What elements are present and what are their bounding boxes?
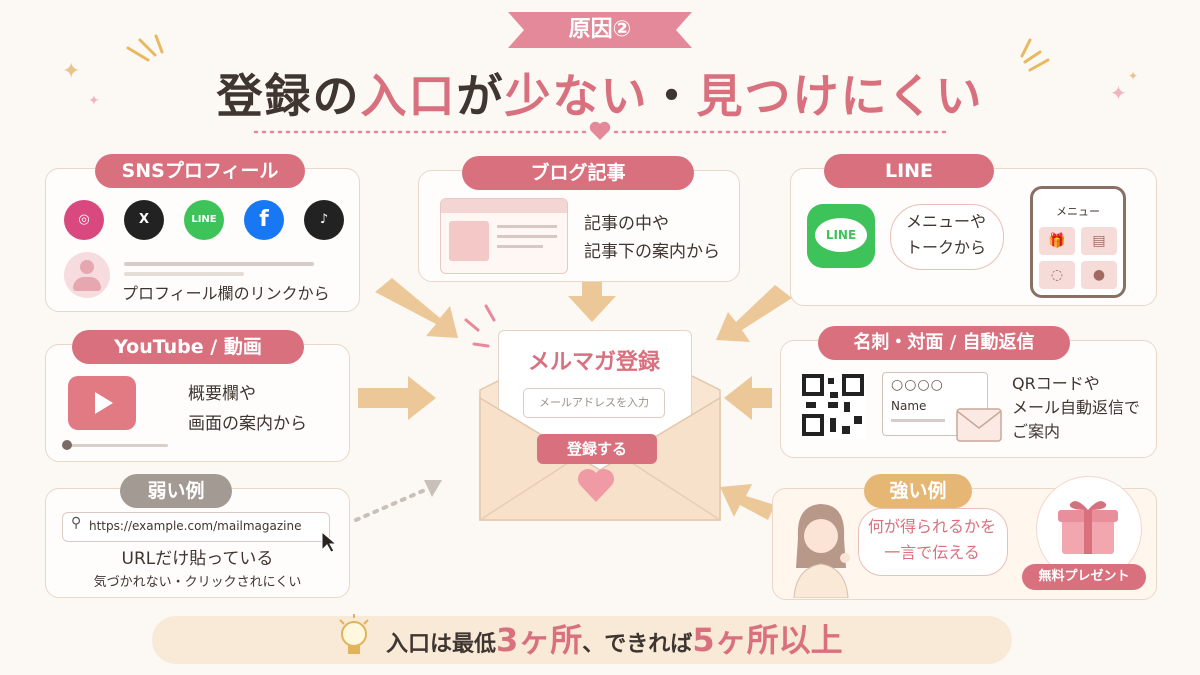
browser-window-icon — [440, 198, 568, 274]
instagram-icon[interactable]: ◎ — [64, 200, 104, 240]
youtube-line-2: 画面の案内から — [188, 414, 307, 434]
strong-bubble-2: 一言で伝える — [884, 543, 980, 562]
avatar-icon — [64, 252, 110, 298]
star-icon: ✦ — [1128, 69, 1138, 83]
gift-icon: 🎁 — [1039, 227, 1075, 255]
signup-button[interactable]: 登録する — [537, 434, 657, 464]
arrow-strong-icon — [720, 484, 775, 520]
signup-title: メルマガ登録 — [527, 350, 660, 375]
mail-icon — [956, 408, 1002, 442]
strong-bubble-1: 何が得られるかを — [867, 517, 996, 536]
search-icon: ⚲ — [71, 515, 82, 531]
meishi-line-2: メール自動返信で — [1012, 398, 1141, 417]
arrow-sns-icon — [375, 278, 458, 338]
meishi-line-1: QRコードや — [1012, 374, 1100, 393]
book-icon: ▤ — [1081, 227, 1117, 255]
gift-label: 無料プレゼント — [1022, 564, 1146, 590]
heart-seal-icon — [578, 469, 614, 502]
cursor-icon — [321, 530, 338, 553]
lightbulb-icon — [339, 614, 369, 654]
qr-code-icon — [800, 372, 866, 438]
blog-line-1: 記事の中や — [584, 214, 669, 234]
weak-line-2: 気づかれない・クリックされにくい — [93, 575, 302, 590]
line-label: LINE — [824, 154, 994, 188]
line-speech-bubble — [890, 204, 1004, 270]
email-input[interactable]: メールアドレスを入力 — [523, 388, 665, 418]
youtube-label: YouTube / 動画 — [72, 330, 304, 364]
title-part: 登録 — [216, 69, 313, 123]
weak-label: 弱い例 — [120, 474, 232, 508]
youtube-line-1: 概要欄や — [188, 384, 256, 404]
bottom-banner — [152, 616, 1012, 664]
heart-icon — [589, 121, 611, 140]
bottom-num2: 5ヶ所以上 — [692, 621, 843, 659]
url-field[interactable]: ⚲ https://example.com/mailmagazine — [62, 512, 330, 542]
strong-speech-bubble — [858, 508, 1008, 576]
line-logo-icon: LINE — [807, 204, 875, 268]
strong-label: 強い例 — [864, 474, 972, 508]
bottom-num1: 3ヶ所 — [496, 621, 583, 659]
tiktok-icon[interactable]: ♪ — [304, 200, 344, 240]
title-part: ・ — [648, 69, 697, 123]
arrow-weak-dotted — [354, 488, 427, 522]
cause-badge: 原因② — [568, 17, 632, 42]
star-icon: ✦ — [62, 59, 80, 84]
title-part: 入口 — [360, 69, 457, 123]
arrow-blog-icon — [568, 272, 616, 322]
phone-icon: メニュー 🎁 ▤ ◌ ● — [1030, 186, 1126, 298]
blog-label: ブログ記事 — [462, 156, 694, 190]
woman-illustration-icon — [793, 504, 850, 598]
title-part: 見つけにくい — [696, 69, 984, 123]
arrow-weak-head — [424, 480, 442, 497]
sns-caption: プロフィール欄のリンクから — [122, 284, 330, 303]
gift-box-icon — [1058, 501, 1118, 554]
sparkle-right-icon — [1020, 38, 1050, 72]
chat-icon: ◌ — [1039, 261, 1075, 289]
line-bubble-1: メニューや — [906, 212, 987, 231]
arrows — [358, 272, 792, 520]
facebook-icon[interactable]: f — [244, 200, 284, 240]
bottom-mid: 、できれば — [582, 632, 693, 657]
progress-knob — [62, 440, 72, 450]
placeholder-line — [124, 262, 314, 266]
star-icon: ✦ — [1110, 81, 1127, 105]
meishi-label: 名刺・対面 / 自動返信 — [818, 326, 1070, 360]
placeholder-line — [124, 272, 244, 276]
title-part: の — [312, 69, 361, 123]
line-bubble-2: トークから — [906, 238, 987, 257]
blog-line-2: 記事下の案内から — [584, 242, 720, 262]
title-part: 少ない — [504, 69, 649, 123]
badge-ribbon — [508, 12, 692, 48]
bottom-message: 入口は最低3ヶ所、できれば5ヶ所以上 — [386, 618, 843, 667]
title-part: が — [456, 69, 505, 123]
arrow-line-icon — [716, 285, 792, 342]
play-icon — [68, 376, 136, 430]
burst-icon — [464, 304, 496, 348]
page-title: 登録の入口が少ない・見つけにくい — [0, 60, 1200, 126]
sns-label: SNSプロフィール — [95, 154, 305, 188]
line-icon[interactable]: LINE — [184, 200, 224, 240]
x-icon[interactable]: X — [124, 200, 164, 240]
star-icon: ✦ — [88, 93, 100, 109]
sparkle-left-icon — [126, 34, 164, 62]
user-icon: ● — [1081, 261, 1117, 289]
meishi-line-3: ご案内 — [1012, 422, 1061, 441]
progress-bar — [64, 444, 168, 447]
arrow-youtube-icon — [358, 376, 436, 420]
weak-line-1: URLだけ貼っている — [121, 549, 274, 569]
bottom-pre: 入口は最低 — [386, 632, 497, 657]
arrow-card-icon — [724, 376, 772, 420]
